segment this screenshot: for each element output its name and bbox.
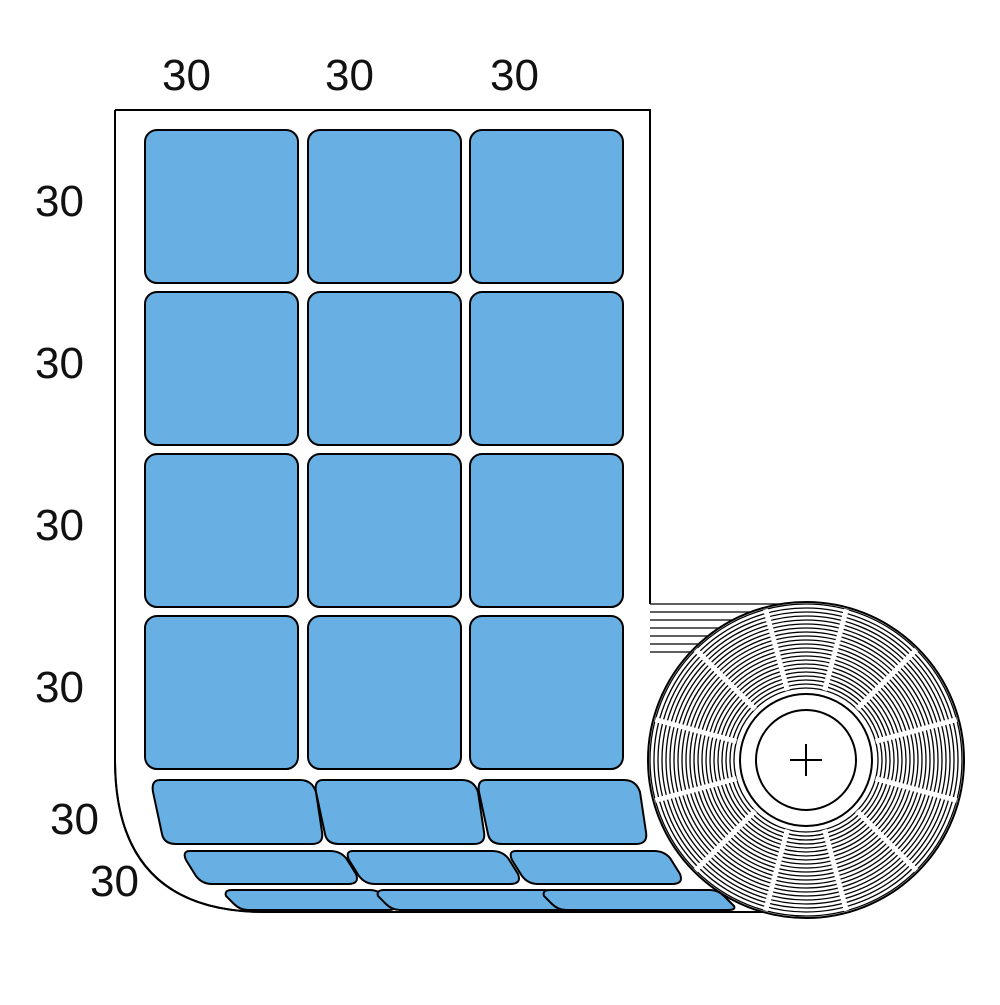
curved-label-row5-col3 (477, 779, 648, 845)
column-width-label-3: 30 (490, 51, 539, 100)
column-width-label-1: 30 (162, 51, 211, 100)
curved-label-row6-col3 (509, 850, 682, 885)
column-width-label-2: 30 (325, 51, 374, 100)
roll-layer-ring (705, 659, 907, 861)
label-row1-col3 (469, 129, 624, 284)
label-grid (144, 129, 624, 770)
roll-layer-ring (661, 615, 951, 905)
roll-layer-ring (669, 623, 943, 897)
roll-layer-ring (677, 631, 935, 889)
label-row1-col1 (144, 129, 299, 284)
roll-gap-mark (874, 776, 958, 803)
label-row3-col2 (307, 453, 462, 608)
row-height-label-2: 30 (35, 339, 84, 388)
roll-wound-layers (649, 603, 963, 917)
roll-layer-ring (697, 651, 915, 869)
curved-labels (151, 779, 736, 911)
curved-label-row5-col2 (314, 779, 486, 845)
curved-label-row6-col1 (183, 850, 358, 885)
roll-gap-mark (654, 717, 738, 744)
roll-gap-mark (855, 809, 919, 873)
label-row1-col2 (307, 129, 462, 284)
roll-gap-mark (654, 776, 738, 803)
roll-layer-ring (725, 679, 887, 841)
curved-label-row7-col2 (376, 889, 571, 911)
roll-gap-mark (763, 608, 790, 692)
row-height-label-3: 30 (35, 501, 84, 550)
roll-gap-mark (874, 717, 958, 744)
crosshair-icon (790, 744, 822, 776)
row-height-label-4: 30 (35, 663, 84, 712)
roll-layer-ring (729, 683, 883, 837)
roll-layer-ring (701, 655, 911, 865)
label-row4-col3 (469, 615, 624, 770)
row-height-label-1: 30 (35, 177, 84, 226)
label-row4-col1 (144, 615, 299, 770)
roll-layer-ring (681, 635, 931, 885)
label-row2-col2 (307, 291, 462, 446)
label-row2-col3 (469, 291, 624, 446)
roll-layer-ring (689, 643, 923, 877)
roll-gap-mark (693, 647, 757, 711)
roll-layer-ring (673, 627, 939, 893)
roll-layer-ring (733, 687, 879, 833)
label-roll (647, 601, 965, 919)
curved-label-row7-col1 (224, 889, 396, 911)
roll-layer-ring (713, 667, 899, 853)
roll-layer-ring (653, 607, 959, 913)
roll-layer-ring (649, 603, 963, 917)
roll-gap-marks (654, 608, 958, 912)
roll-layer-ring (709, 663, 903, 857)
label-row4-col2 (307, 615, 462, 770)
roll-gap-mark (693, 809, 757, 873)
roll-layer-ring (717, 671, 895, 849)
roll-gap-mark (763, 828, 790, 912)
label-row2-col1 (144, 291, 299, 446)
label-row3-col3 (469, 453, 624, 608)
label-row3-col1 (144, 453, 299, 608)
roll-layer-ring (721, 675, 891, 845)
curved-label-row5-col1 (151, 779, 324, 845)
roll-layer-ring (665, 619, 947, 901)
row-height-label-6: 30 (90, 857, 139, 906)
curved-label-row6-col2 (346, 850, 520, 885)
curved-label-row7-col3 (542, 889, 736, 911)
roll-layer-ring (657, 611, 955, 909)
roll-gap-mark (822, 828, 849, 912)
roll-layer-ring (693, 647, 919, 873)
roll-layer-ring (685, 639, 927, 881)
roll-gap-mark (822, 608, 849, 692)
row-height-label-5: 30 (50, 795, 99, 844)
roll-gap-mark (855, 647, 919, 711)
